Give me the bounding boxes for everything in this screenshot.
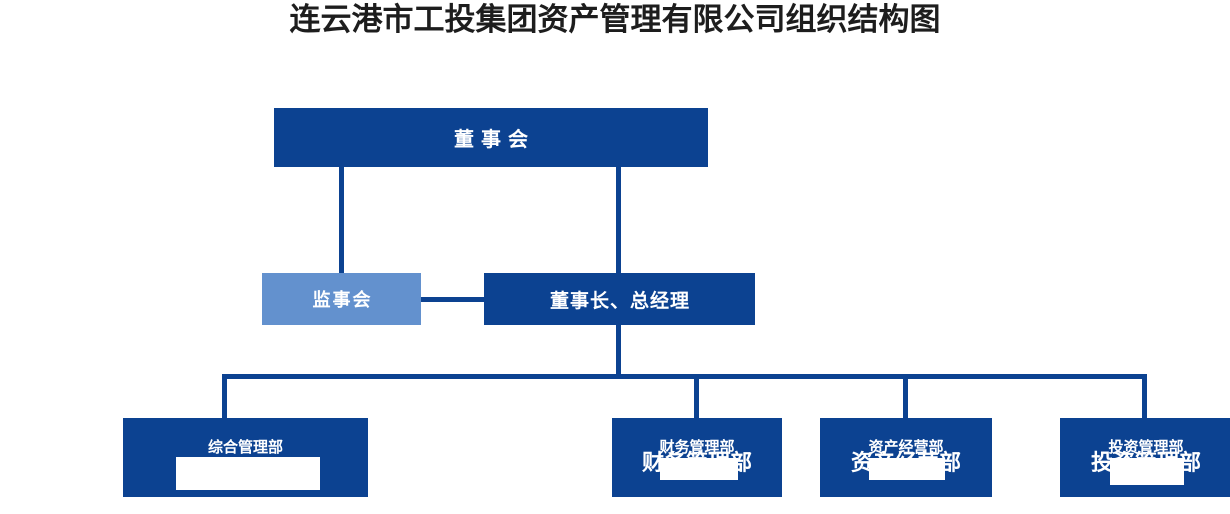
node-department-investment[interactable]: 投资管理部 投资管理部 xyxy=(1060,418,1230,497)
connector-department-bus xyxy=(222,374,1147,379)
node-chairman-general-manager-label: 董事长、总经理 xyxy=(549,289,690,312)
department-mask-2 xyxy=(869,458,945,480)
connector-board-to-chairman xyxy=(616,166,621,274)
node-department-asset-operations[interactable]: 资产经营部 资产经营部 xyxy=(820,418,992,497)
department-label-0: 综合管理部 xyxy=(207,438,283,456)
department-stub-0 xyxy=(245,489,253,492)
department-label-3: 投资管理部 xyxy=(1108,438,1184,456)
connector-drop-department-3 xyxy=(1142,374,1147,419)
page-title: 连云港市工投集团资产管理有限公司组织结构图 xyxy=(289,2,941,38)
connector-drop-department-2 xyxy=(903,374,908,419)
connector-drop-department-1 xyxy=(694,374,699,419)
department-mask-1 xyxy=(660,458,738,480)
connector-chairman-to-bus xyxy=(616,324,621,378)
department-mask-3 xyxy=(1110,458,1184,485)
node-chairman-general-manager[interactable]: 董事长、总经理 xyxy=(484,273,755,325)
connector-board-to-supervisors xyxy=(339,166,344,274)
connector-supervisors-to-chairman xyxy=(421,297,485,302)
node-board-of-directors[interactable]: 董事会 xyxy=(274,108,708,167)
node-board-of-supervisors[interactable]: 监事会 xyxy=(262,273,421,325)
department-label-2: 资产经营部 xyxy=(868,438,944,456)
department-mask-0 xyxy=(176,457,320,490)
node-department-finance[interactable]: 财务管理部 财务管理部 xyxy=(612,418,782,497)
connector-drop-department-0 xyxy=(222,374,227,419)
department-label-1: 财务管理部 xyxy=(659,438,735,456)
node-board-of-directors-label: 董事会 xyxy=(454,127,535,151)
node-board-of-supervisors-label: 监事会 xyxy=(312,290,373,311)
node-department-general-administration[interactable]: 综合管理部 综合管理部 xyxy=(123,418,368,497)
